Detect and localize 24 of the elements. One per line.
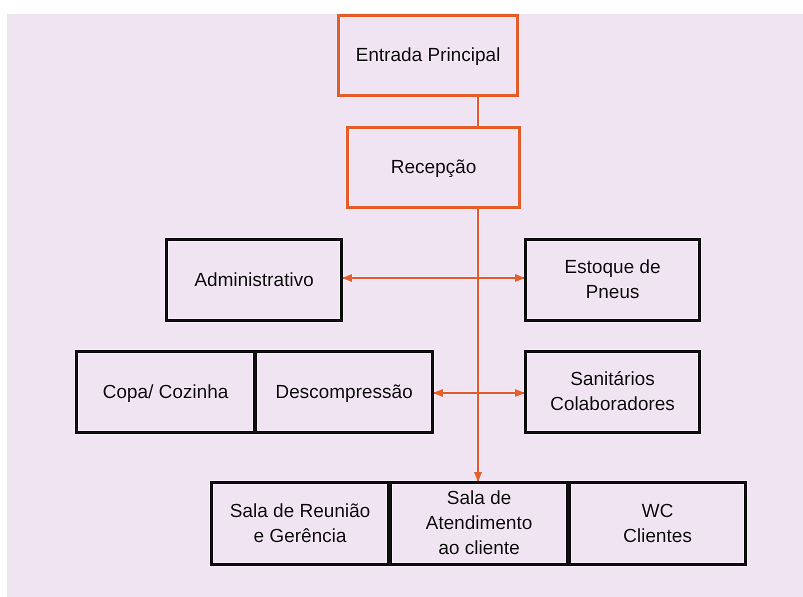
room-box (75, 350, 256, 434)
room-box (210, 481, 390, 566)
room-box (568, 481, 747, 566)
room-label: Sala de Atendimento ao cliente (424, 487, 534, 561)
room-box (346, 126, 521, 209)
room-label: Sanitários Colaboradores (549, 368, 676, 417)
room-box (524, 350, 701, 434)
room-label: Estoque de Pneus (563, 256, 662, 305)
room-box (254, 350, 434, 434)
arrow (474, 209, 482, 482)
room-box (337, 14, 519, 97)
room-label: Copa/ Cozinha (102, 380, 228, 404)
arrow (342, 274, 525, 282)
room-label: Entrada Principal (356, 44, 500, 68)
room-box (524, 238, 701, 322)
room-label: Sala de Reunião e Gerência (228, 500, 372, 548)
room-label: Descompressão (275, 380, 413, 404)
room-box (389, 481, 569, 566)
room-label: Administrativo (194, 268, 314, 292)
room-label: Recepção (390, 156, 476, 180)
connector-line (477, 97, 479, 126)
arrow (433, 389, 525, 397)
room-box (165, 238, 343, 322)
room-label: WC Clientes (622, 500, 693, 548)
